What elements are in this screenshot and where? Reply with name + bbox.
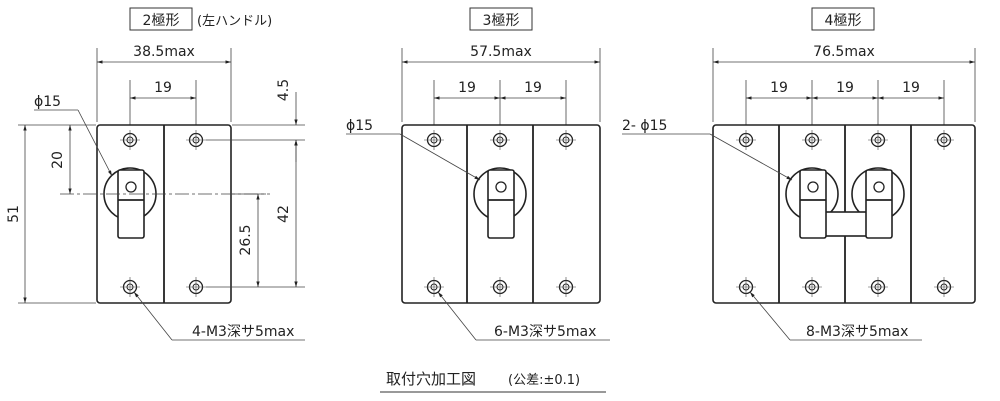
four-pole-pitch-label-2: 19: [836, 80, 854, 96]
two-pole-height-label: 51: [6, 205, 22, 223]
three-pole-hole-label: 6-M3深サ5max: [494, 324, 596, 340]
four-pole-title: 4極形: [825, 13, 862, 29]
three-pole-title-box: [469, 7, 533, 31]
two-pole-hole-label: 4-M3深サ5max: [192, 324, 294, 340]
three-pole-phi-label: ϕ15: [346, 118, 373, 134]
drawing-title: 取付穴加工図: [386, 370, 476, 388]
two-pole-pitch-label: 19: [154, 80, 172, 96]
four-pole-pitch-label-3: 19: [902, 80, 920, 96]
two-pole-phi-label: ϕ15: [34, 94, 61, 110]
four-pole-title-box: [811, 7, 875, 31]
handle: [487, 169, 515, 239]
three-pole-drawing: 3極形 57.5max 19 19 ϕ15 6-M3深サ5max: [346, 7, 610, 341]
four-pole-phi-label: 2- ϕ15: [622, 118, 667, 134]
handle: [799, 169, 827, 239]
two-pole-42-label: 42: [276, 205, 292, 223]
tolerance-note: (公差:±0.1): [508, 373, 580, 388]
handle: [865, 169, 893, 239]
footer: 取付穴加工図 (公差:±0.1): [380, 370, 606, 393]
four-pole-pitch-label-1: 19: [770, 80, 788, 96]
two-pole-drawing: 2極形 (左ハンドル) 38.5max 19 ϕ15 5: [6, 7, 305, 341]
two-pole-title: 2極形: [143, 13, 180, 29]
two-pole-note: (左ハンドル): [197, 14, 272, 29]
two-pole-26-5-label: 26.5: [238, 224, 254, 255]
handle: [117, 169, 145, 239]
two-pole-width-label: 38.5max: [133, 44, 195, 60]
four-pole-width-label: 76.5max: [813, 44, 875, 60]
three-pole-title: 3極形: [483, 13, 520, 29]
two-pole-20-label: 20: [50, 151, 66, 169]
three-pole-width-label: 57.5max: [470, 44, 532, 60]
four-pole-drawing: 4極形 76.5max 19 19 19: [622, 7, 976, 341]
two-pole-4-5-label: 4.5: [276, 79, 292, 101]
four-pole-hole-label: 8-M3深サ5max: [806, 324, 908, 340]
three-pole-pitch-label-2: 19: [524, 80, 542, 96]
three-pole-pitch-label-1: 19: [458, 80, 476, 96]
two-pole-title-box: [129, 7, 193, 31]
